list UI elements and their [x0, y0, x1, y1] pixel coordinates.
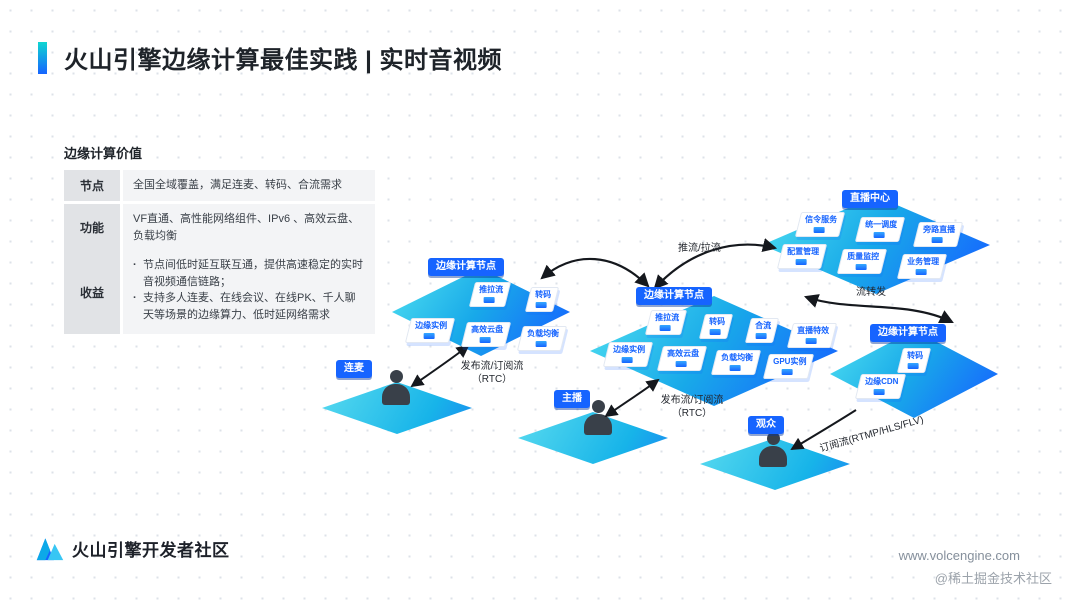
footer-brand-text: 火山引擎开发者社区 [72, 541, 230, 560]
service-icon [621, 357, 633, 363]
service-icon [781, 369, 793, 375]
title-accent-bar [38, 42, 47, 74]
service-box: GPU实例 [762, 354, 815, 379]
badge-edge-node-left: 边缘计算节点 [428, 258, 504, 276]
service-box: 负载均衡 [710, 350, 762, 375]
service-box: 边缘CDN [854, 374, 907, 399]
service-icon [755, 333, 767, 339]
flow-label-rtc-mid: 发布流/订阅流 （RTC） [660, 395, 724, 419]
service-box: 直播特效 [786, 323, 838, 348]
badge-actor-viewer: 观众 [748, 416, 784, 434]
service-icon [813, 227, 825, 233]
footer-url: www.volcengine.com [898, 548, 1020, 563]
flow-label-subscribe: 订阅流(RTMP/HLS/FLV) [818, 414, 925, 455]
value-row-text: 节点间低时延互联互通，提供高速稳定的实时音视频通信链路； 支持多人连麦、在线会议… [123, 250, 375, 334]
flow-label-rtc-left: 发布流/订阅流 （RTC） [460, 361, 524, 385]
service-icon [855, 264, 867, 270]
service-icon [535, 302, 547, 308]
service-box: 信令服务 [794, 212, 846, 237]
service-icon [915, 269, 927, 275]
person-torso [382, 384, 410, 405]
service-icon [907, 363, 919, 369]
value-row-label: 功能 [64, 204, 120, 251]
person-torso [584, 414, 612, 435]
service-box: 旁路直播 [912, 222, 964, 247]
service-icon [483, 297, 495, 303]
service-icon [535, 341, 547, 347]
value-row-label: 节点 [64, 170, 120, 201]
service-box: 配置管理 [776, 244, 828, 269]
value-row-node: 节点 全国全域覆盖，满足连麦、转码、合流需求 [64, 170, 375, 201]
value-panel-heading: 边缘计算价值 [64, 146, 143, 161]
service-box: 业务管理 [896, 254, 948, 279]
service-icon [729, 365, 741, 371]
value-row-function: 功能 VF直通、高性能网络组件、IPv6 、高效云盘、负载均衡 [64, 204, 375, 251]
badge-edge-node-right: 边缘计算节点 [870, 324, 946, 342]
badge-actor-lianmai: 连麦 [336, 360, 372, 378]
service-box: 边缘实例 [602, 342, 654, 367]
person-torso [759, 446, 787, 467]
service-icon [423, 333, 435, 339]
service-icon [659, 325, 671, 331]
slide-title: 火山引擎边缘计算最佳实践 | 实时音视频 [64, 47, 503, 74]
platform-edge-node-right [830, 330, 998, 418]
person-viewer-icon [755, 432, 791, 467]
arrow-relay [803, 294, 954, 323]
value-row-benefit: 收益 节点间低时延互联互通，提供高速稳定的实时音视频通信链路； 支持多人连麦、在… [64, 250, 375, 334]
service-box: 推拉流 [468, 282, 512, 307]
value-row-text: 全国全域覆盖，满足连麦、转码、合流需求 [123, 170, 375, 201]
footer-credit: @稀土掘金技术社区 [934, 571, 1052, 586]
service-icon [709, 329, 721, 335]
benefit-item: 节点间低时延互联互通，提供高速稳定的实时音视频通信链路； [133, 257, 365, 290]
service-box: 统一调度 [854, 217, 906, 242]
benefit-item: 支持多人连麦、在线会议、在线PK、千人聊天等场景的边缘算力、低时延网络需求 [133, 290, 365, 323]
person-lianmai-icon [378, 370, 414, 405]
service-icon [873, 232, 885, 238]
service-box: 质量监控 [836, 249, 888, 274]
flow-label-relay: 流转发 [856, 287, 886, 298]
service-icon [805, 338, 817, 344]
badge-actor-anchor: 主播 [554, 390, 590, 408]
badge-live-center: 直播中心 [842, 190, 898, 208]
service-box: 推拉流 [644, 310, 688, 335]
person-anchor-icon [580, 400, 616, 435]
person-head [389, 370, 403, 383]
service-icon [873, 389, 885, 395]
service-icon [795, 259, 807, 265]
service-icon [479, 337, 491, 343]
service-icon [931, 237, 943, 243]
service-box: 负载均衡 [516, 326, 568, 351]
benefit-list: 节点间低时延互联互通，提供高速稳定的实时音视频通信链路； 支持多人连麦、在线会议… [133, 257, 365, 323]
service-box: 高效云盘 [656, 346, 708, 371]
arrow-left-mid [540, 257, 650, 288]
value-row-label: 收益 [64, 250, 120, 334]
service-box: 边缘实例 [404, 318, 456, 343]
footer-brand: 火山引擎开发者社区 [36, 536, 230, 561]
service-box: 高效云盘 [460, 322, 512, 347]
service-icon [675, 361, 687, 367]
badge-edge-node-mid: 边缘计算节点 [636, 287, 712, 305]
person-head [766, 432, 780, 445]
volcengine-logo-icon [36, 538, 64, 561]
value-row-text: VF直通、高性能网络组件、IPv6 、高效云盘、负载均衡 [123, 204, 375, 251]
person-head [591, 400, 605, 413]
flow-label-pushpull: 推流/拉流 [678, 243, 721, 254]
